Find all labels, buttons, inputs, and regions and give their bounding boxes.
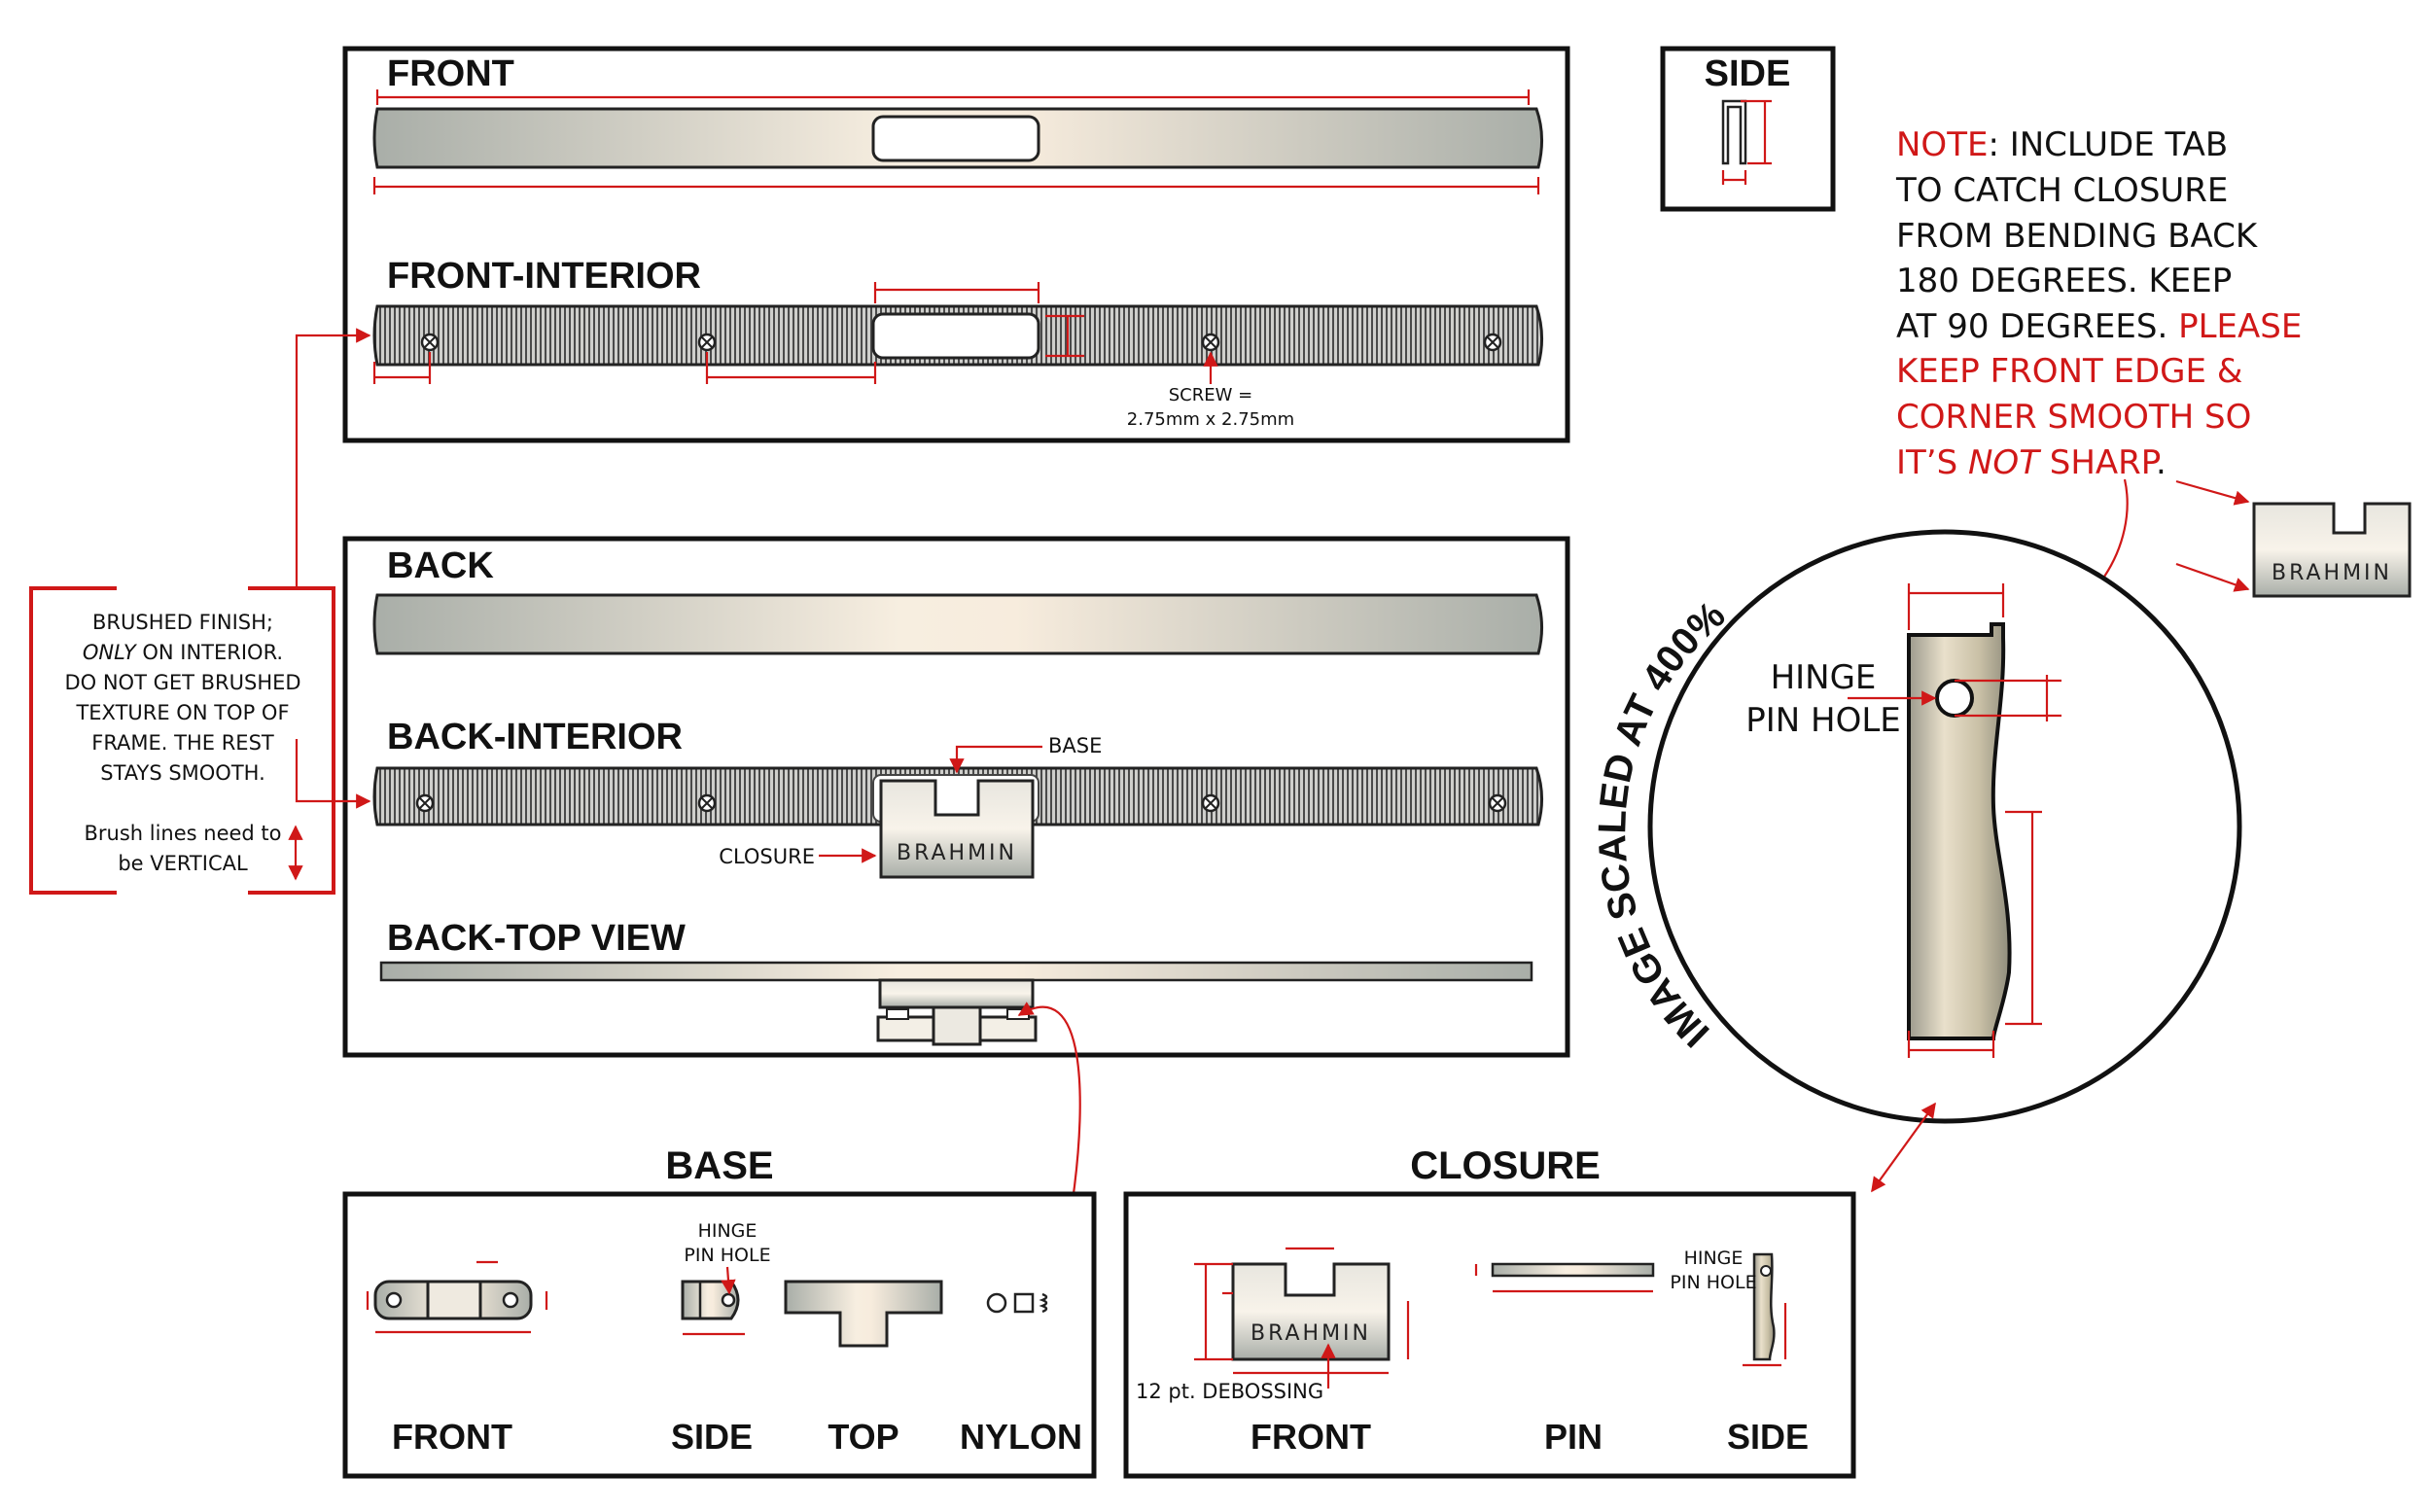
svg-text:Brush lines need to: Brush lines need to (84, 822, 281, 845)
screw-label-2: 2.75mm x 2.75mm (1127, 409, 1294, 430)
svg-text:PIN HOLE: PIN HOLE (1745, 701, 1901, 740)
closure-title: CLOSURE (1410, 1144, 1601, 1187)
svg-text:12 pt. DEBOSSING: 12 pt. DEBOSSING (1136, 1380, 1323, 1403)
screw-icon (415, 793, 435, 813)
back-panel: BACK BACK-INTERIOR BRAHMIN BASE CLOSURE … (342, 536, 1570, 1058)
back-title: BACK (387, 545, 494, 586)
front-window (871, 115, 1040, 162)
front-interior-window (871, 312, 1040, 360)
screw-label-1: SCREW = (1169, 385, 1252, 405)
svg-text:PIN HOLE: PIN HOLE (1670, 1272, 1756, 1293)
closure-panel: CLOSURE BRAHMIN 12 pt. DEBOSSING FRONT P… (1123, 1144, 1856, 1479)
svg-text:ONLY ON INTERIOR.: ONLY ON INTERIOR. (83, 641, 283, 664)
back-interior-title: BACK-INTERIOR (387, 717, 683, 757)
screw-icon (1488, 793, 1507, 813)
svg-text:AT 90 DEGREES. PLEASE: AT 90 DEGREES. PLEASE (1896, 307, 2302, 346)
screw-icon (1201, 333, 1220, 352)
base-callout: BASE (1048, 734, 1102, 757)
back-top-view-title: BACK-TOP VIEW (387, 918, 686, 959)
closure-brand: BRAHMIN (897, 841, 1017, 865)
brushed-finish-note: BRUSHED FINISH; ONLY ON INTERIOR. DO NOT… (29, 328, 371, 895)
svg-text:be VERTICAL: be VERTICAL (118, 852, 248, 875)
screw-icon (1201, 793, 1220, 813)
svg-text:KEEP FRONT EDGE &: KEEP FRONT EDGE & (1896, 352, 2242, 391)
back-bar (372, 593, 1543, 655)
closure-callout: CLOSURE (719, 845, 815, 868)
screw-icon (697, 793, 717, 813)
svg-text:SIDE: SIDE (1727, 1417, 1809, 1457)
svg-text:FRONT: FRONT (1251, 1417, 1371, 1457)
svg-text:NYLON: NYLON (960, 1417, 1082, 1457)
tab-note: NOTE: INCLUDE TAB TO CATCH CLOSURE FROM … (1895, 125, 2412, 638)
hinge-pin-hole (1935, 679, 1974, 718)
svg-text:STAYS SMOOTH.: STAYS SMOOTH. (100, 761, 265, 785)
svg-text:PIN: PIN (1544, 1417, 1603, 1457)
front-title: FRONT (387, 53, 514, 94)
svg-text:SIDE: SIDE (671, 1417, 753, 1457)
svg-text:NOTE: INCLUDE TAB: NOTE: INCLUDE TAB (1896, 125, 2228, 164)
svg-text:IT’S NOT SHARP.: IT’S NOT SHARP. (1896, 443, 2167, 482)
svg-text:BRUSHED FINISH;: BRUSHED FINISH; (92, 611, 273, 634)
back-top-bar (379, 961, 1533, 982)
front-interior-title: FRONT-INTERIOR (387, 256, 701, 297)
scaled-detail: HINGE PIN HOLE IMAGE SCALED AT 400% (1591, 529, 2242, 1193)
svg-text:DO NOT GET BRUSHED: DO NOT GET BRUSHED (64, 671, 300, 694)
side-title: SIDE (1705, 53, 1791, 94)
closure-thumbnail (2252, 502, 2412, 598)
svg-text:BRAHMIN: BRAHMIN (1251, 1321, 1371, 1346)
svg-text:CORNER SMOOTH SO: CORNER SMOOTH SO (1896, 398, 2251, 437)
screw-icon (420, 333, 440, 352)
screw-icon (1483, 333, 1502, 352)
svg-text:TOP: TOP (828, 1417, 898, 1457)
screw-icon (697, 333, 717, 352)
svg-text:BRAHMIN: BRAHMIN (2272, 561, 2392, 585)
base-panel: BASE FRONT HINGE PIN HOLE SIDE TOP NYLON (342, 1144, 1097, 1479)
svg-text:TEXTURE ON TOP OF: TEXTURE ON TOP OF (75, 701, 289, 724)
svg-text:HINGE: HINGE (698, 1220, 757, 1242)
svg-text:FRAME. THE REST: FRAME. THE REST (91, 731, 274, 755)
svg-text:180 DEGREES. KEEP: 180 DEGREES. KEEP (1896, 262, 2232, 300)
side-panel: SIDE (1660, 46, 1836, 212)
svg-text:FROM BENDING BACK: FROM BENDING BACK (1896, 217, 2259, 256)
base-title: BASE (665, 1144, 773, 1187)
svg-text:FRONT: FRONT (392, 1417, 512, 1457)
svg-text:HINGE: HINGE (1771, 658, 1877, 697)
svg-text:PIN HOLE: PIN HOLE (684, 1245, 770, 1266)
svg-text:HINGE: HINGE (1684, 1248, 1744, 1269)
closure-side-profile (1907, 622, 2012, 1040)
closure-part (879, 779, 1035, 879)
front-panel: FRONT FRONT-INTERIOR SCREW (342, 46, 1570, 443)
svg-text:TO CATCH CLOSURE: TO CATCH CLOSURE (1895, 171, 2228, 210)
side-profile (1721, 99, 1747, 165)
